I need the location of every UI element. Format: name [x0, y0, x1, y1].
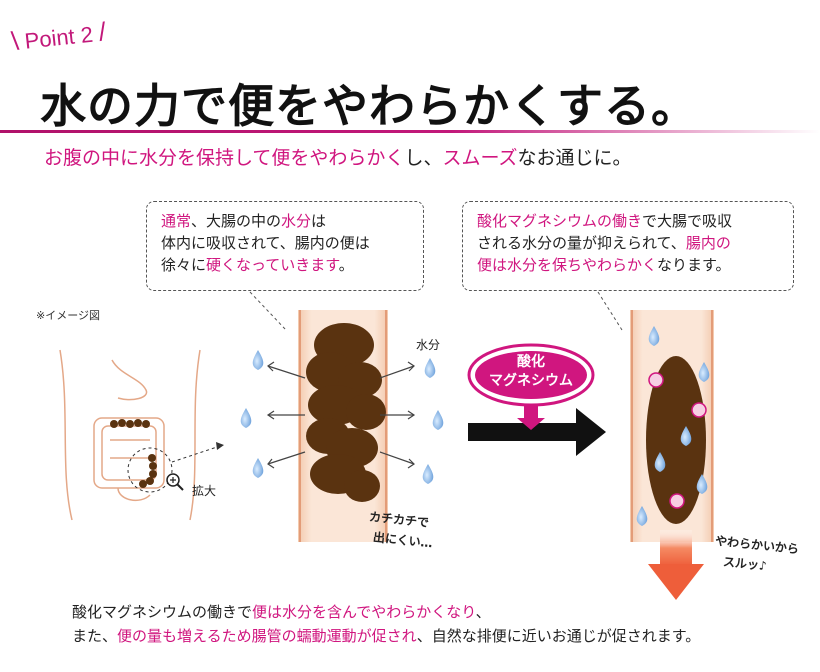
- water-drop-icons-left: [240, 350, 444, 484]
- bubble-right-highlight-1: 酸化マグネシウムの働き: [477, 212, 643, 230]
- bubble-right-pointer: [597, 291, 623, 331]
- magnifier-icon: [166, 473, 184, 491]
- subtitle-highlight-1: お腹の中に水分を保持して便をやわらかく: [44, 147, 405, 169]
- bubble-right-highlight-3: 便は水分を保ちやわらかく: [477, 256, 658, 274]
- release-arrow-icon: [648, 530, 704, 600]
- bubble-left-highlight-3: 硬くなっていきます: [206, 256, 339, 274]
- summary-highlight-2: 便の量も増えるため腸管の蠕動運動が促され: [117, 627, 417, 645]
- water-absorption-arrows: [266, 361, 416, 469]
- subtitle-text-2: なお通じに。: [517, 147, 632, 169]
- bubble-left-text-3: 徐々に: [161, 256, 207, 274]
- bubble-right-text-3: なります。: [657, 256, 731, 274]
- subtitle: お腹の中に水分を保持して便をやわらかくし、スムーズなお通じに。: [44, 143, 632, 170]
- magnesium-badge-fill: [475, 351, 587, 399]
- bubble-left-highlight-2: 水分: [281, 212, 312, 230]
- magnesium-process-bubble: 酸化マグネシウムの働きで大腸で吸収 される水分の量が抑えられて、腸内の 便は水分…: [462, 201, 794, 291]
- title-divider: [0, 130, 820, 133]
- bubble-right-text-2: される水分の量が抑えられて、: [477, 234, 686, 252]
- soft-stool-icon: [646, 356, 706, 524]
- hard-stool-caption: カチカチで 出にくい…: [366, 507, 436, 554]
- bubble-right-text-1: で大腸で吸収: [642, 212, 733, 230]
- soft-stool-caption: やわらかいから スルッ♪: [712, 531, 800, 580]
- magnesium-badge-text: 酸化 マグネシウム: [475, 353, 587, 391]
- summary-text-1: 酸化マグネシウムの働きで: [72, 603, 253, 621]
- badge-line-2: マグネシウム: [489, 373, 573, 389]
- summary-text: 酸化マグネシウムの働きで便は水分を含んでやわらかくなり、 また、便の量も増えるた…: [72, 600, 700, 648]
- water-drop-icons-right: [636, 326, 710, 526]
- bubble-left-line-2: 体内に吸収されて、腸内の便は: [161, 234, 370, 252]
- bubble-left-text-2: は: [311, 212, 327, 230]
- page-title: 水の力で便をやわらかくする。: [40, 79, 698, 133]
- bubble-right-highlight-2: 腸内の: [685, 234, 731, 252]
- zoom-pointer-head: [216, 442, 224, 450]
- subtitle-highlight-2: スムーズ: [442, 147, 518, 169]
- water-label: 水分: [416, 338, 441, 352]
- badge-line-1: 酸化: [517, 354, 545, 370]
- transition-arrow-icon: [468, 408, 606, 456]
- bubble-left-text-1: 、大腸の中の: [191, 212, 282, 230]
- image-note: ※イメージ図: [36, 309, 100, 322]
- summary-highlight-1: 便は水分を含んでやわらかくなり: [252, 603, 476, 621]
- bubble-left-pointer: [249, 291, 287, 331]
- normal-process-bubble: 通常、大腸の中の水分は 体内に吸収されて、腸内の便は 徐々に硬くなっていきます。: [146, 201, 424, 291]
- zoom-pointer: [171, 445, 221, 463]
- badge-down-arrow-icon: [517, 406, 545, 430]
- zoom-label: 拡大: [192, 484, 217, 498]
- magnesium-particle-icons: [648, 372, 707, 509]
- bubble-left-highlight-1: 通常: [161, 212, 192, 230]
- subtitle-text-1: し、: [404, 147, 443, 169]
- bubble-left-text-4: 。: [338, 256, 354, 274]
- summary-text-4: 、自然な排便に近いお通じが促されます。: [416, 627, 701, 645]
- zoom-region-circle: [127, 447, 173, 493]
- summary-text-3: また、: [72, 627, 118, 645]
- body-stool-icon: [110, 419, 157, 488]
- hard-stool-icon: [306, 323, 386, 502]
- body-outline-icon: [59, 349, 201, 521]
- summary-text-2: 、: [475, 603, 491, 621]
